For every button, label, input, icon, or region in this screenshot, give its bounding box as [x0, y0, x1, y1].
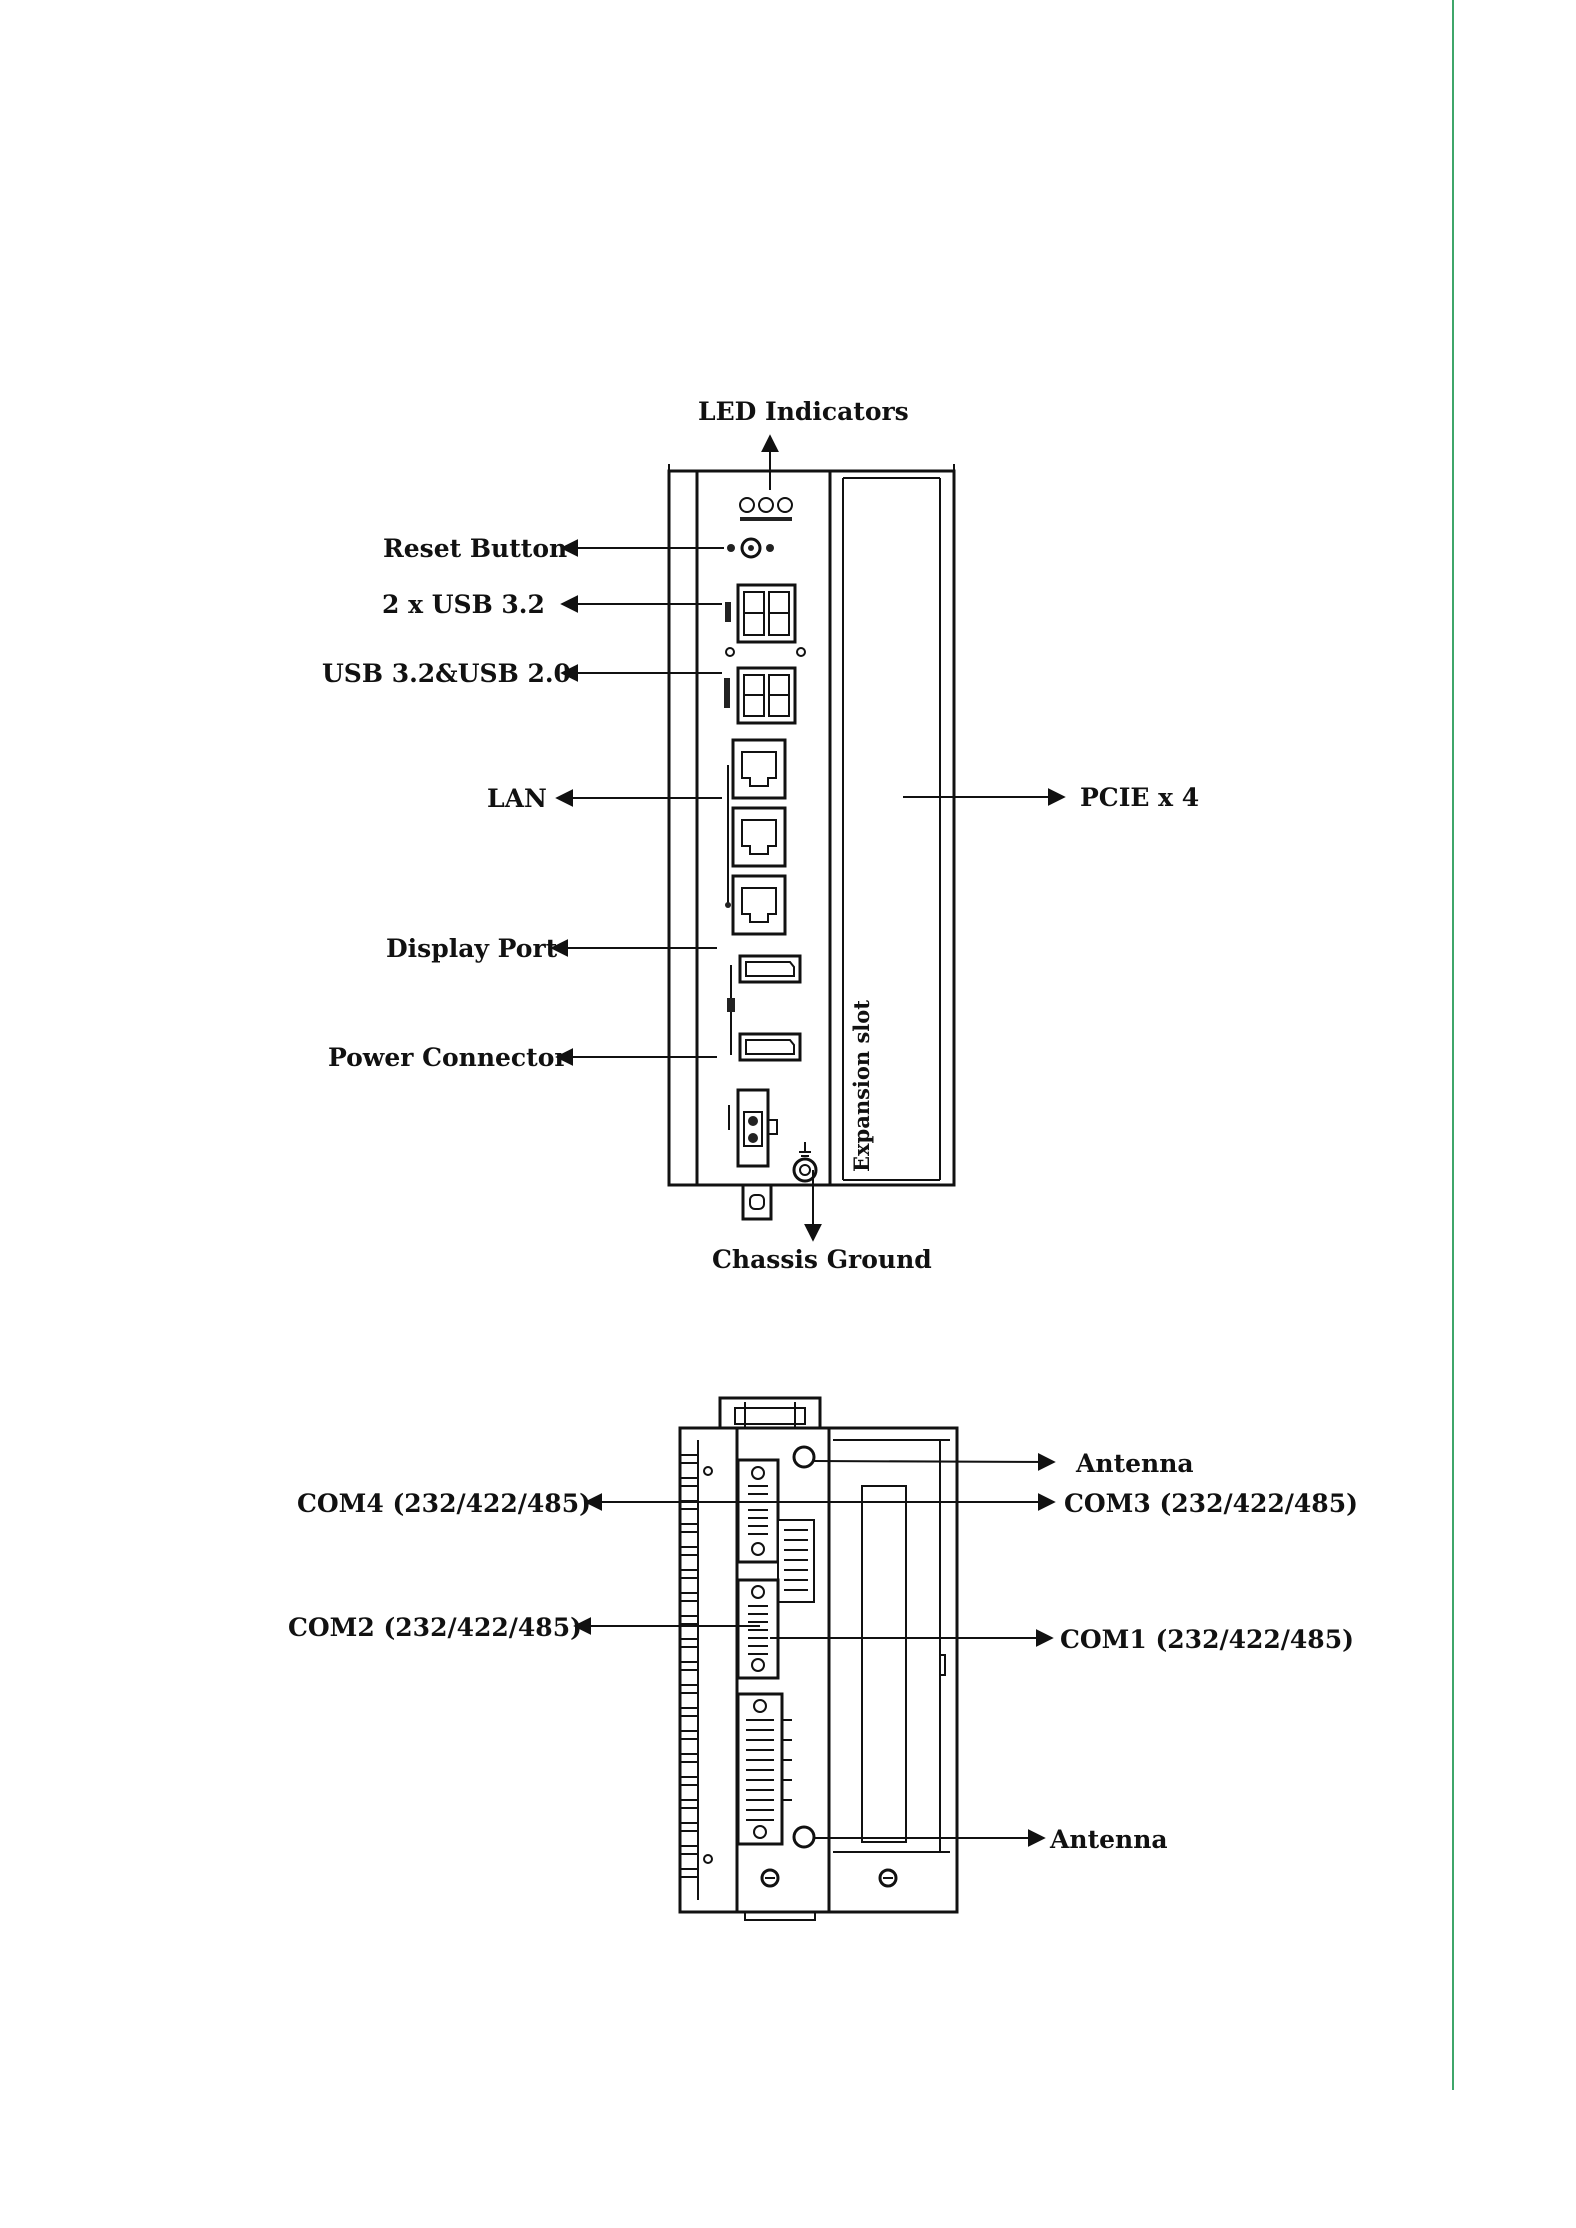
label-led-indicators: LED Indicators [698, 397, 909, 426]
label-display-port: Display Port [386, 934, 558, 963]
label-lan: LAN [487, 784, 547, 813]
label-usb32: 2 x USB 3.2 [382, 590, 545, 619]
label-com3: COM3 (232/422/485) [1064, 1489, 1358, 1518]
label-com2: COM2 (232/422/485) [288, 1613, 582, 1642]
label-reset-button: Reset Button [383, 534, 567, 563]
label-antenna-bottom: Antenna [1049, 1825, 1168, 1854]
label-chassis-ground: Chassis Ground [712, 1245, 932, 1274]
label-usb-mixed: USB 3.2&USB 2.0 [322, 659, 571, 688]
label-com1: COM1 (232/422/485) [1060, 1625, 1354, 1654]
label-antenna-top: Antenna [1075, 1449, 1194, 1478]
front-panel-drawing: Expansion slot [669, 464, 954, 1219]
label-pcie: PCIE x 4 [1080, 783, 1199, 812]
label-power-connector: Power Connector [328, 1043, 568, 1072]
label-com4: COM4 (232/422/485) [297, 1489, 591, 1518]
expansion-slot-text: Expansion slot [849, 1000, 874, 1172]
rear-panel-drawing [680, 1398, 957, 1920]
